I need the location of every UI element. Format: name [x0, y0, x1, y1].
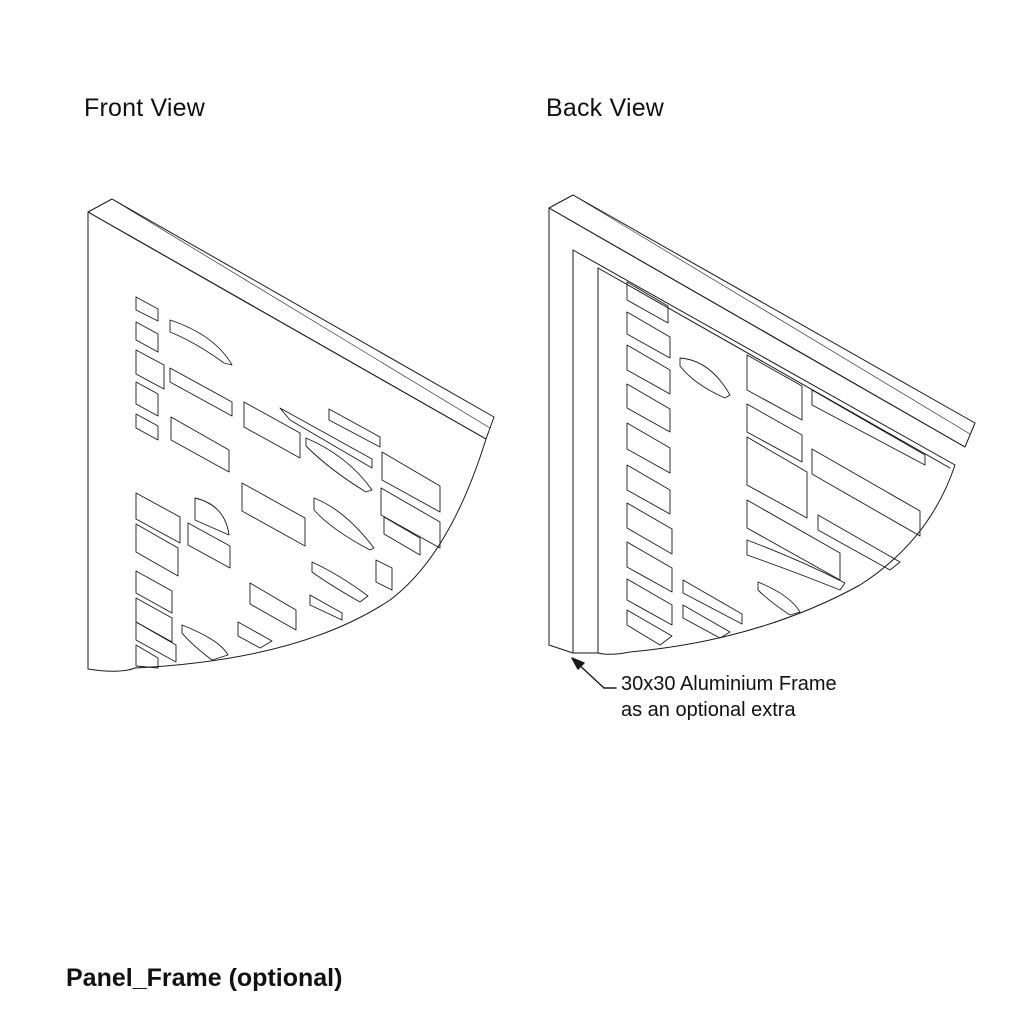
back-view-title: Back View	[546, 94, 665, 122]
back-view-panel	[548, 194, 976, 655]
front-curved-edge	[87, 438, 487, 672]
frame-callout: 30x30 Aluminium Frame as an optional ext…	[621, 671, 837, 723]
front-view-panel	[87, 198, 495, 672]
back-frame-top	[548, 194, 976, 448]
front-view-title: Front View	[84, 94, 206, 122]
front-cutouts	[135, 296, 441, 669]
back-curved-edge	[597, 464, 956, 655]
footer-title: Panel_Frame (optional)	[66, 964, 343, 992]
front-top-edge	[87, 198, 495, 440]
callout-line-2: as an optional extra	[621, 699, 796, 721]
back-cutouts	[626, 281, 926, 646]
callout-arrow	[571, 657, 617, 689]
callout-line-1: 30x30 Aluminium Frame	[621, 673, 837, 695]
